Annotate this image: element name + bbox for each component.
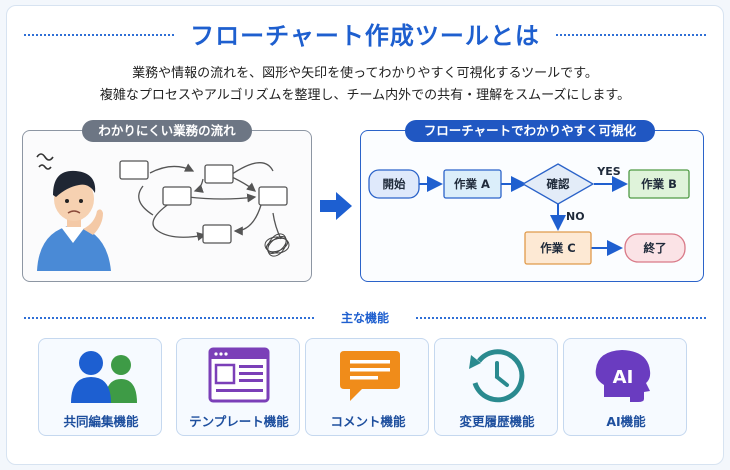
history-icon <box>469 349 525 403</box>
template-icon <box>208 347 270 403</box>
edge-yes-label: YES <box>596 165 620 178</box>
features-divider-left <box>24 317 314 319</box>
node-task-c <box>524 231 592 265</box>
description-line-2: 複雑なプロセスやアルゴリズムを整理し、チーム内外での共有・理解をスムーズにします… <box>99 88 631 103</box>
description-line-1: 業務や情報の流れを、図形や矢印を使ってわかりやすく可視化するツールです。 <box>132 66 598 81</box>
flowchart-diagram: 開始 作業 A 確認 作業 B 作業 C 終了 YES NO <box>368 163 690 265</box>
feature-card-comment: コメント機能 <box>305 338 429 436</box>
title-divider-left <box>24 34 174 36</box>
tangle-scribble-icon <box>264 233 290 257</box>
features-heading-row: 主な機能 <box>0 305 730 329</box>
feature-label-template: テンプレート機能 <box>189 414 289 429</box>
clear-flowchart-label: フローチャートでわかりやすく可視化 <box>405 120 655 142</box>
title-divider-right <box>556 34 706 36</box>
confusing-flow-panel <box>22 130 312 282</box>
feature-label-collaboration: 共同編集機能 <box>63 414 139 429</box>
edge-no-label: NO <box>566 210 585 223</box>
feature-card-history: 変更履歴機能 <box>434 338 558 436</box>
comment-icon <box>340 351 400 401</box>
feature-card-ai: AI AI機能 <box>563 338 687 436</box>
ai-icon-text: AI <box>613 367 634 388</box>
features-heading: 主な機能 <box>340 311 389 325</box>
title-row: フローチャート作成ツールとは <box>0 12 730 50</box>
node-check-label: 確認 <box>547 177 570 191</box>
node-task-a <box>443 169 502 199</box>
node-start <box>368 169 420 199</box>
people-icon <box>71 351 137 403</box>
page-title: フローチャート作成ツールとは <box>190 22 540 50</box>
feature-card-collaboration: 共同編集機能 <box>38 338 162 436</box>
tangled-boxes <box>119 160 288 244</box>
worried-person-icon <box>36 153 111 271</box>
tangled-process-boxes <box>138 162 282 241</box>
node-task-b-label: 作業 B <box>641 177 677 191</box>
node-task-c-label: 作業 C <box>540 241 575 255</box>
features-divider-right <box>416 317 706 319</box>
feature-label-history: 変更履歴機能 <box>459 414 535 429</box>
node-end-label: 終了 <box>644 241 667 255</box>
node-start-label: 開始 <box>383 177 406 191</box>
node-task-a-label: 作業 A <box>454 177 490 191</box>
node-check <box>521 163 595 205</box>
feature-card-template: テンプレート機能 <box>176 338 300 436</box>
feature-label-ai: AI機能 <box>606 414 646 429</box>
node-task-b <box>628 169 690 199</box>
confusing-flow-label: わかりにくい業務の流れ <box>82 120 252 142</box>
node-end <box>624 233 686 263</box>
transform-arrow-icon <box>320 192 352 220</box>
confusing-flow-illustration <box>36 153 290 271</box>
feature-label-comment: コメント機能 <box>330 414 406 429</box>
clear-flowchart-panel: 開始 作業 A 確認 作業 B 作業 C 終了 YES NO <box>360 130 704 282</box>
ai-icon: AI <box>595 350 651 402</box>
